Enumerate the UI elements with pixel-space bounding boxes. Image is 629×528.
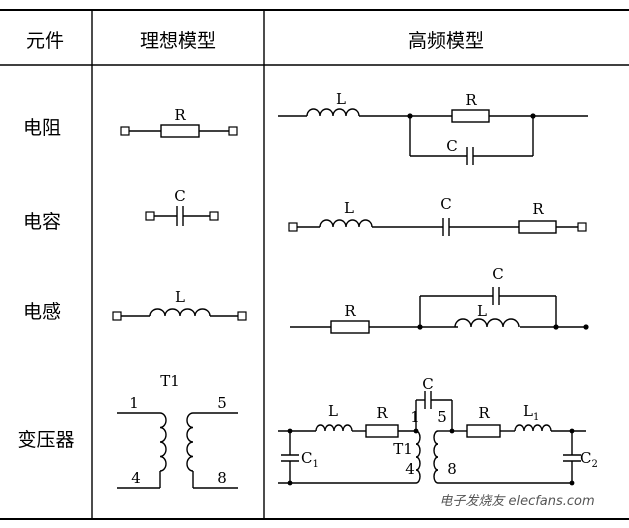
capacitor-label: C [174,187,185,205]
pin-5-label: 5 [217,394,227,412]
hf-inductor-c-label: C [492,265,503,283]
terminal [112,311,122,321]
primary-l-label: L [328,402,338,420]
primary-r-label: R [376,404,388,422]
header-ideal-model: 理想模型 [140,30,216,52]
transformer-label: T1 [160,372,180,390]
secondary-r-label: R [478,404,490,422]
pin-4-label: 4 [131,469,141,487]
hf-transformer-model: C1 L R C T1 1 4 5 8 R L1 [278,375,598,486]
hf-pin-8-label: 8 [447,460,457,478]
resistor-body [160,124,200,138]
interwinding-c-label: C [422,375,433,393]
hf-resistor-inductor-label: L [336,90,346,108]
row-label-capacitor: 电容 [23,211,61,233]
terminal [120,126,130,136]
hf-inductor-r-label: R [344,302,356,320]
resistor-body [330,320,370,334]
resistor-body [365,424,399,438]
ideal-inductor-symbol: L [112,288,247,321]
hf-resistor-model: L R C [278,90,588,165]
terminal [145,211,155,221]
ideal-resistor-symbol: R [120,106,238,138]
hf-capacitor-r-label: R [532,200,544,218]
header-high-frequency-model: 高频模型 [408,30,484,52]
header-component: 元件 [26,30,64,52]
hf-resistor-c-label: C [446,137,457,155]
row-label-resistor: 电阻 [23,117,61,139]
c1-label: C1 [301,449,319,470]
row-label-transformer: 变压器 [17,429,74,451]
ideal-capacitor-symbol: C [145,187,219,226]
inductor-label: L [175,288,185,306]
terminal [237,311,247,321]
hf-inductor-model: R C L [290,265,589,334]
table-lines [0,9,629,520]
c2-label: C2 [580,449,598,470]
hf-inductor-l-label: L [477,302,487,320]
hf-pin-1-label: 1 [410,408,420,426]
hf-capacitor-l-label: L [344,199,354,217]
hf-capacitor-model: L C R [288,195,587,236]
terminal [288,222,298,232]
ideal-transformer-symbol: T1 1 4 5 8 [117,372,238,489]
resistor-label: R [174,106,186,124]
resistor-body [518,220,557,234]
hf-pin-5-label: 5 [437,408,447,426]
terminal [209,211,219,221]
pin-8-label: 8 [217,469,227,487]
pin-1-label: 1 [129,394,139,412]
hf-capacitor-c-label: C [440,195,451,213]
secondary-l1-label: L1 [523,402,539,423]
watermark: 电子发烧友 elecfans.com [439,494,594,509]
terminal [577,222,587,232]
transformer-t1-label: T1 [393,440,413,458]
row-label-inductor: 电感 [23,301,61,323]
resistor-body [466,424,501,438]
terminal [228,126,238,136]
hf-resistor-r-label: R [465,91,477,109]
resistor-body [451,109,490,123]
hf-pin-4-label: 4 [405,460,415,478]
